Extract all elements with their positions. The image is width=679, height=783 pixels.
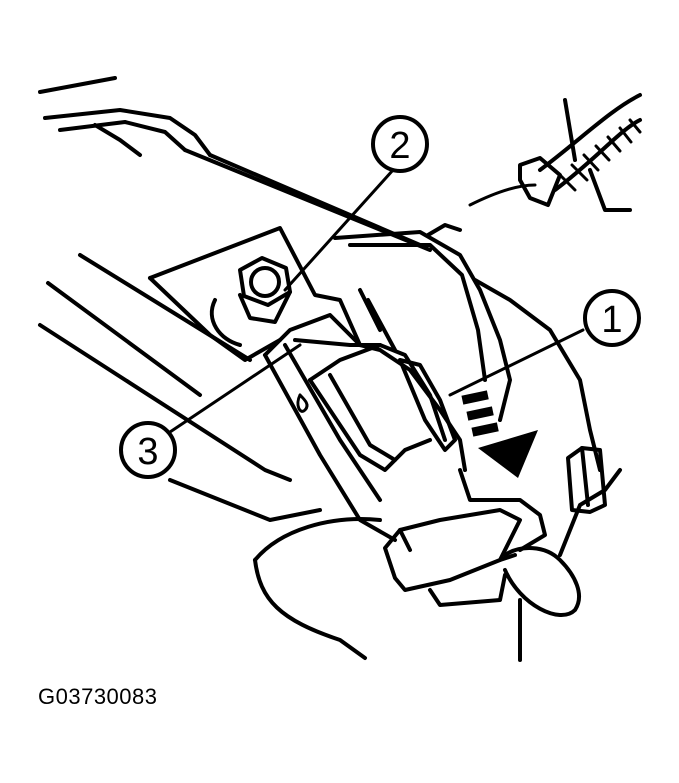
callout-1: 1	[583, 289, 641, 347]
wiring-harness	[426, 93, 642, 237]
upper-body-panel	[38, 76, 432, 252]
callout-number: 1	[601, 299, 622, 341]
connector-block	[566, 446, 607, 514]
callout-3: 3	[119, 421, 177, 479]
hex-bolt	[238, 256, 292, 324]
lower-body-panel	[38, 253, 382, 660]
callout-number: 3	[137, 431, 158, 473]
release-lever	[383, 468, 622, 662]
mounting-bracket	[148, 226, 362, 362]
leader-lines	[168, 168, 585, 434]
direction-arrow	[461, 390, 538, 478]
callout-number: 2	[389, 125, 410, 167]
actuator-housing	[263, 230, 602, 542]
figure-id: G03730083	[38, 684, 158, 709]
callout-2: 2	[371, 115, 429, 173]
